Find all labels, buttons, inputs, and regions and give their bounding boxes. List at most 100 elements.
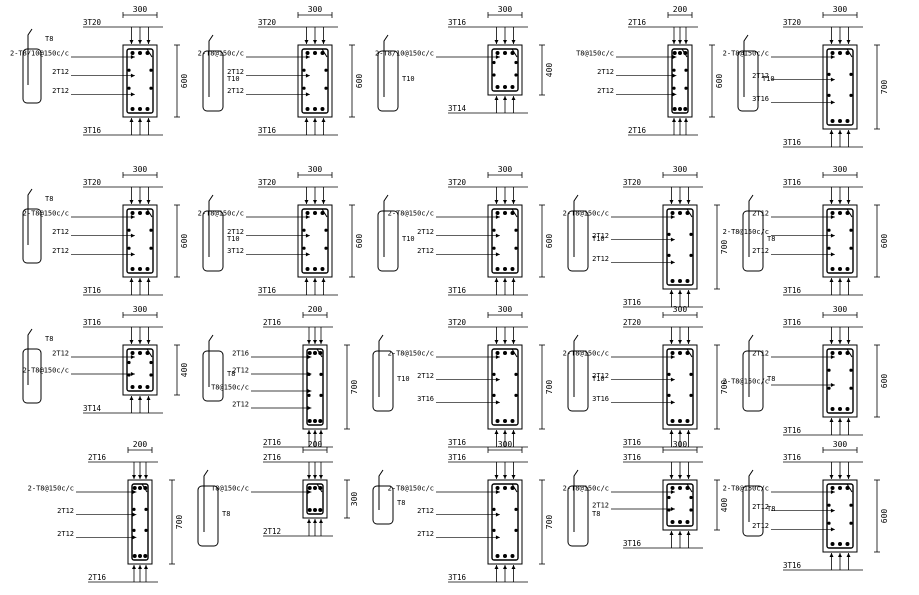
reinforcement-note: 2T12: [592, 372, 609, 380]
arrow-head: [669, 475, 674, 479]
bottom-bar: [678, 419, 682, 423]
arrow-head: [138, 200, 142, 204]
stirrup: [306, 348, 324, 426]
side-bar: [319, 372, 323, 376]
arrow-head: [669, 340, 674, 344]
bottom-bar: [130, 385, 135, 389]
reinforcement-note: 2-T8@150c/c: [388, 485, 434, 493]
bottom-bar: [145, 107, 150, 111]
height-label: 400: [545, 63, 554, 78]
reinforcement-note: 3T16: [417, 395, 434, 403]
arrow-head: [669, 200, 674, 204]
bottom-bar-label: 3T16: [448, 286, 467, 295]
top-bar: [838, 51, 842, 55]
side-bar: [514, 73, 518, 77]
side-bar: [127, 360, 131, 365]
concrete-outline: [822, 44, 858, 130]
concrete-outline: [822, 204, 858, 278]
stirrup-hook: [511, 208, 518, 218]
stirrup-detail: [202, 50, 224, 112]
top-bar: [138, 486, 142, 490]
note-arrow: [130, 92, 135, 97]
bottom-bar: [503, 85, 507, 89]
top-bar-label: 3T20: [783, 18, 802, 27]
height-label: 600: [880, 234, 889, 249]
stirrup-detail-leg: [208, 34, 214, 97]
top-bar-label: 3T20: [258, 18, 277, 27]
top-bar: [307, 351, 312, 355]
arrow-head: [313, 519, 317, 523]
bottom-bar: [830, 542, 835, 546]
arrow-head: [146, 200, 151, 204]
note-arrow: [830, 527, 835, 532]
link-detail-label: T8: [45, 335, 53, 343]
arrow-head: [511, 430, 516, 434]
concrete-outline: [302, 344, 328, 430]
top-bar: [685, 486, 690, 490]
side-bar: [827, 246, 831, 250]
bottom-bar: [307, 419, 312, 423]
bottom-bar: [145, 385, 150, 389]
bottom-bar: [830, 407, 835, 411]
top-bar: [678, 486, 682, 490]
concrete-outline: [302, 479, 328, 519]
arrow-head: [321, 200, 326, 204]
stirrup-hook: [146, 48, 153, 58]
arrow-head: [307, 340, 311, 344]
bottom-bar-label: 2T16: [628, 126, 647, 135]
side-bar: [149, 246, 153, 250]
height-label: 700: [720, 240, 729, 255]
stirrup-hook: [321, 208, 328, 218]
arrow-head: [829, 340, 834, 344]
side-bar: [492, 60, 496, 65]
stirrup: [666, 348, 694, 426]
top-bar: [138, 211, 142, 215]
bottom-bar-label: 3T16: [448, 438, 467, 447]
stirrup: [126, 48, 154, 114]
top-bar: [495, 211, 500, 215]
height-label: 400: [720, 498, 729, 513]
top-bar-label: 3T16: [783, 318, 802, 327]
side-bar: [127, 246, 131, 250]
side-bar: [307, 393, 311, 397]
note-arrow: [307, 389, 312, 393]
note-arrow: [672, 92, 677, 97]
note-arrow: [130, 233, 135, 238]
arrow-head: [669, 430, 674, 434]
arrow-head: [829, 278, 834, 282]
reinforcement-note: 2T12: [417, 530, 434, 538]
side-bar: [684, 68, 688, 72]
side-bar: [149, 86, 153, 90]
bottom-bar: [845, 542, 850, 546]
note-arrow: [132, 535, 137, 540]
stirrup-detail: [372, 350, 394, 412]
bottom-bar-label: 3T16: [783, 426, 802, 435]
bottom-bar-label: 2T16: [88, 573, 107, 582]
reinforcement-note: 2T12: [592, 502, 609, 510]
arrow-head: [678, 200, 682, 204]
bottom-bar-label: 3T16: [783, 561, 802, 570]
bottom-bar: [838, 407, 842, 411]
stirrup-hook: [321, 48, 328, 58]
top-bar: [145, 51, 150, 55]
stirrup-detail-leg: [383, 34, 389, 97]
concrete-outline: [127, 479, 153, 565]
arrow-head: [146, 118, 151, 122]
height-label: 600: [880, 509, 889, 524]
note-arrow: [495, 377, 500, 382]
arrow-head: [319, 340, 323, 344]
top-bar: [318, 486, 323, 490]
bottom-bar-label: 3T14: [83, 404, 102, 413]
arrow-head: [494, 96, 499, 100]
note-arrow: [670, 377, 675, 382]
reinforcement-note: 2T12: [752, 210, 769, 218]
width-label: 300: [308, 165, 323, 174]
arrow-head: [494, 340, 499, 344]
side-bar: [689, 232, 693, 236]
top-bar: [845, 211, 850, 215]
side-bar: [514, 246, 518, 250]
